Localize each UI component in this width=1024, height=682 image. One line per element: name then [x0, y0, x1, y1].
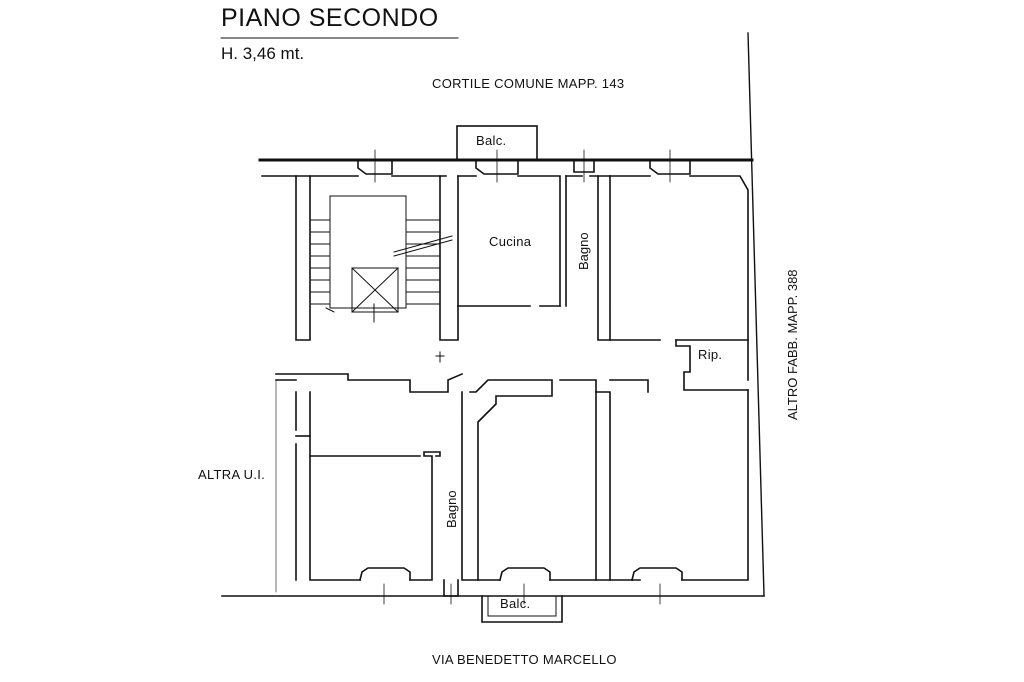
courtyard-label: CORTILE COMUNE MAPP. 143 — [432, 76, 625, 91]
bath-upper-label: Bagno — [576, 232, 591, 270]
storage-label: Rip. — [698, 347, 723, 362]
entry-marker — [435, 351, 445, 363]
room-se-walls — [681, 389, 749, 581]
room-sw-walls — [309, 391, 361, 581]
street-label: VIA BENEDETTO MARCELLO — [432, 652, 617, 667]
balcony-bottom-outline — [481, 595, 563, 623]
stair-west-wall — [295, 175, 311, 341]
staircase — [309, 195, 453, 323]
room-s-west-walls — [461, 379, 553, 581]
room-ne-walls — [609, 175, 749, 381]
balcony-top-label: Balc. — [476, 133, 507, 148]
storage-walls — [675, 339, 749, 391]
stair-east-wall — [439, 175, 459, 341]
bath-lower-walls — [409, 451, 441, 581]
kitchen-label: Cucina — [489, 234, 532, 249]
bath-lower-label: Bagno — [444, 490, 459, 528]
ceiling-height-note: H. 3,46 mt. — [221, 44, 305, 63]
east-boundary-line — [747, 32, 765, 596]
elevator-shaft — [351, 267, 399, 313]
balcony-bottom-label: Balc. — [500, 596, 531, 611]
other-building-label: ALTRO FABB. MAPP. 388 — [785, 269, 800, 420]
other-unit-label: ALTRA U.I. — [198, 467, 266, 482]
room-s-east-walls — [559, 379, 633, 581]
bath-upper-walls — [565, 175, 611, 341]
corridor-south-wall — [275, 372, 464, 393]
plan-title: PIANO SECONDO — [221, 4, 439, 32]
kitchen-walls — [457, 175, 561, 307]
